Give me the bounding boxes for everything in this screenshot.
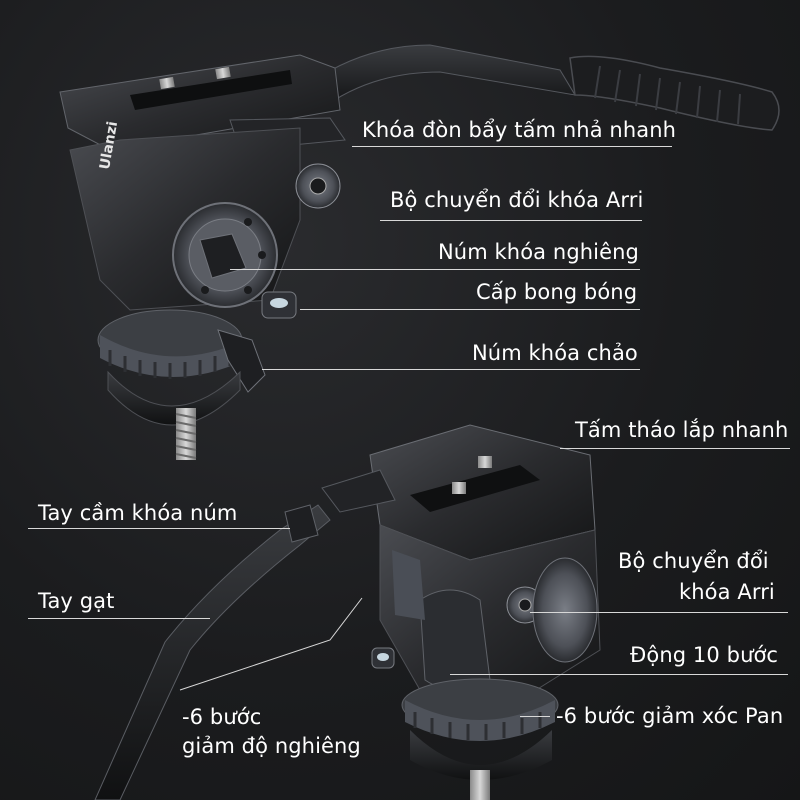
label-pan-damp: -6 bước giảm xóc Pan [556, 704, 784, 728]
label-handle-knob: Tay cầm khóa núm [38, 501, 238, 525]
leader-line-pan-knob [262, 369, 640, 370]
leader-line-lever [352, 146, 672, 147]
leader-line-bubble [300, 309, 640, 310]
leader-line-tilt-knob [230, 269, 640, 270]
label-lever: Khóa đòn bẩy tấm nhả nhanh [362, 118, 677, 142]
leader-line-pan-damp [520, 716, 550, 717]
leader-line-arri-bottom [530, 612, 788, 613]
leader-line-ten-step [450, 674, 788, 675]
top-tripod-head [59, 44, 780, 460]
leader-line-arri-top [380, 220, 642, 221]
label-tilt-damp-2: giảm độ nghiêng [182, 734, 361, 758]
leader-line-handle-knob [28, 528, 290, 529]
label-arri-top: Bộ chuyển đổi khóa Arri [390, 188, 644, 212]
label-tilt-damp-1: -6 bước [182, 705, 262, 729]
label-bubble: Cấp bong bóng [476, 280, 638, 304]
label-arri-bottom-2: khóa Arri [679, 580, 775, 604]
label-quick-plate: Tấm tháo lắp nhanh [575, 418, 789, 442]
label-ten-step: Động 10 bước [630, 643, 779, 667]
label-pan-knob: Núm khóa chảo [472, 341, 638, 365]
label-arri-bottom-1: Bộ chuyển đổi [618, 549, 769, 573]
leader-line-quick-plate [560, 448, 790, 449]
bottom-tripod-head [94, 424, 601, 800]
leader-line-arm [28, 618, 210, 619]
label-arm: Tay gạt [38, 589, 115, 613]
label-tilt-knob: Núm khóa nghiêng [438, 240, 639, 264]
